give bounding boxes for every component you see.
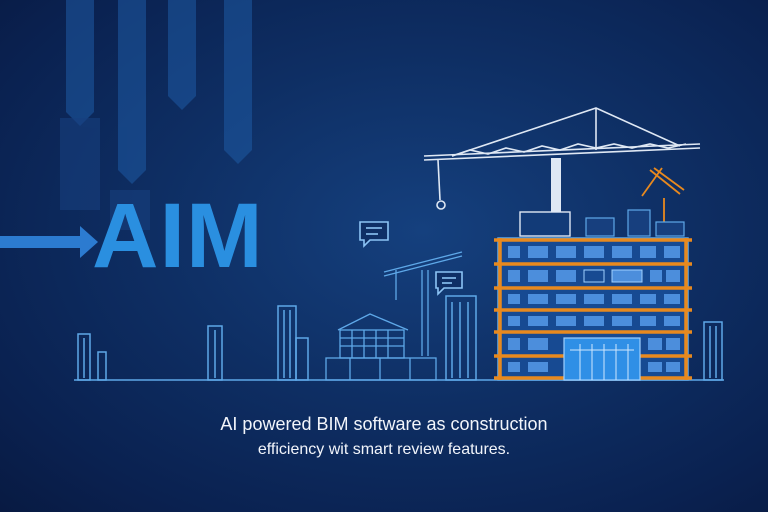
arrow-icon: [0, 226, 98, 258]
decorative-stripes: [66, 0, 252, 184]
tower-crane-icon: [383, 251, 463, 356]
tagline-line-1: AI powered BIM software as construction: [220, 414, 548, 434]
building-icon: [494, 237, 692, 381]
skyline-right: [703, 321, 723, 381]
construction-site: [325, 313, 437, 381]
tower-crane-main: [423, 107, 701, 210]
speech-bubble-icon: [359, 221, 389, 248]
speech-bubble-icon-2: [435, 271, 463, 296]
skyline-left: [77, 305, 309, 381]
headline-aim: AIM: [92, 185, 264, 287]
tagline-line-2: efficiency wit smart review features.: [257, 441, 511, 458]
